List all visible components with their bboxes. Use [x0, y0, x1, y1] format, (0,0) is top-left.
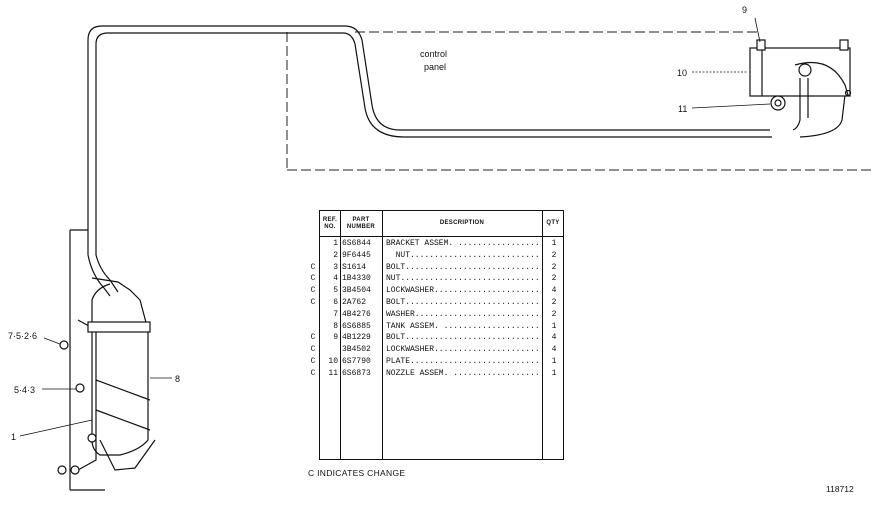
part-number: 4B1229	[342, 333, 371, 343]
change-legend: C INDICATES CHANGE	[308, 468, 406, 478]
part-number: 2A762	[342, 298, 367, 307]
ref-number: 11	[328, 368, 338, 378]
callout-10: 10	[677, 68, 687, 78]
table-row: C 4 1B4330 NUT.............................…	[311, 273, 563, 285]
part-number: 4B4276	[342, 309, 371, 319]
figure-number: 118712	[826, 484, 854, 494]
part-number: 9F6445	[342, 250, 371, 260]
description: BOLT..................................	[386, 262, 541, 272]
description: NUT.................................	[395, 250, 541, 260]
quantity: 4	[551, 333, 557, 343]
table-row: 7 4B4276 WASHER...........................…	[320, 309, 563, 321]
part-number: S1614	[342, 262, 367, 272]
description: BOLT..................................	[386, 298, 541, 307]
quantity: 2	[551, 250, 557, 260]
part-number: 6S7790	[342, 357, 371, 366]
table-row: 1 6S6844 BRACKET ASSEM. ..................…	[320, 238, 563, 250]
quantity: 2	[551, 274, 557, 284]
ref-number: 8	[333, 321, 338, 331]
quantity: 2	[551, 262, 557, 272]
parts-table-header: REF. NO. PART NUMBER DESCRIPTION QTY	[320, 211, 563, 237]
hose-line	[87, 25, 846, 297]
header-qty: QTY	[546, 220, 560, 226]
ref-number: 1	[333, 239, 338, 248]
change-flag: C	[310, 286, 316, 296]
change-flag: C	[310, 298, 316, 307]
description: NOZZLE ASSEM. ........................	[386, 368, 541, 378]
header-part-number: PART NUMBER	[346, 216, 376, 230]
nozzle-assembly	[749, 39, 852, 131]
quantity: 1	[551, 239, 557, 248]
callout-8: 8	[175, 374, 180, 384]
part-number: 6S6885	[342, 321, 371, 331]
table-row: 8 6S6885 TANK ASSEM. .....................…	[320, 321, 563, 333]
description: BOLT..................................	[386, 333, 541, 343]
part-number: 3B4502	[342, 345, 371, 355]
control-panel-label-line1: control	[420, 49, 447, 59]
change-flag: C	[310, 274, 316, 284]
table-row: C 10 6S7790 PLATE..........................…	[311, 356, 563, 368]
part-number: 6S6844	[342, 239, 371, 248]
ref-number: 9	[333, 333, 338, 343]
callout-5-4-3: 5·4·3	[14, 385, 35, 395]
control-panel-outline	[286, 31, 875, 171]
description: WASHER................................	[386, 309, 541, 319]
description: LOCKWASHER............................	[386, 345, 541, 355]
change-flag: C	[310, 357, 316, 366]
column-rule	[542, 211, 543, 459]
callout-7-5-2-6: 7·5·2·6	[8, 331, 37, 341]
part-number: 3B4504	[342, 286, 371, 296]
header-description: DESCRIPTION	[439, 220, 485, 226]
header-ref-no: REF. NO.	[322, 216, 338, 230]
table-row: C 5 3B4504 LOCKWASHER......................…	[311, 285, 563, 297]
table-row: C 9 4B1229 BOLT............................…	[311, 332, 563, 344]
callout-1: 1	[11, 432, 16, 442]
quantity: 1	[551, 321, 557, 331]
description: TANK ASSEM. ..........................	[386, 321, 541, 331]
description: NUT...................................	[386, 274, 541, 284]
table-row: C 11 6S6873 NOZZLE ASSEM. .................…	[311, 368, 563, 380]
change-flag: C	[310, 333, 316, 343]
quantity: 1	[551, 368, 557, 378]
quantity: 2	[551, 298, 557, 307]
ref-number: 2	[333, 250, 338, 260]
ref-number: 7	[333, 309, 338, 319]
quantity: 2	[551, 309, 557, 319]
table-row: 2 9F6445 NUT.............................…	[320, 250, 563, 262]
change-flag: C	[310, 345, 316, 355]
column-rule	[382, 211, 383, 459]
column-rule	[340, 211, 341, 459]
ref-number: 5	[333, 286, 338, 296]
quantity: 4	[551, 286, 557, 296]
description: LOCKWASHER............................	[386, 286, 541, 296]
table-row: C 3 S1614 BOLT.............................…	[311, 262, 563, 274]
ref-number: 10	[328, 357, 338, 366]
quantity: 1	[551, 357, 557, 366]
change-flag: C	[310, 262, 316, 272]
tank-assembly	[57, 229, 156, 491]
description: BRACKET ASSEM. ........................	[386, 239, 541, 248]
table-row: C 6 2A762 BOLT.............................…	[311, 297, 563, 309]
ref-number: 6	[333, 298, 338, 307]
callout-9: 9	[742, 5, 747, 15]
table-row: C 3B4502 LOCKWASHER.......................…	[311, 344, 563, 356]
quantity: 4	[551, 345, 557, 355]
ref-number: 3	[333, 262, 338, 272]
change-flag: C	[310, 368, 316, 378]
ref-number: 4	[333, 274, 338, 284]
description: PLATE.................................	[386, 357, 541, 366]
callout-11: 11	[678, 104, 687, 114]
leader-lines	[19, 17, 771, 437]
part-number: 6S6873	[342, 368, 371, 378]
part-number: 1B4330	[342, 274, 371, 284]
control-panel-label-line2: panel	[424, 62, 446, 72]
